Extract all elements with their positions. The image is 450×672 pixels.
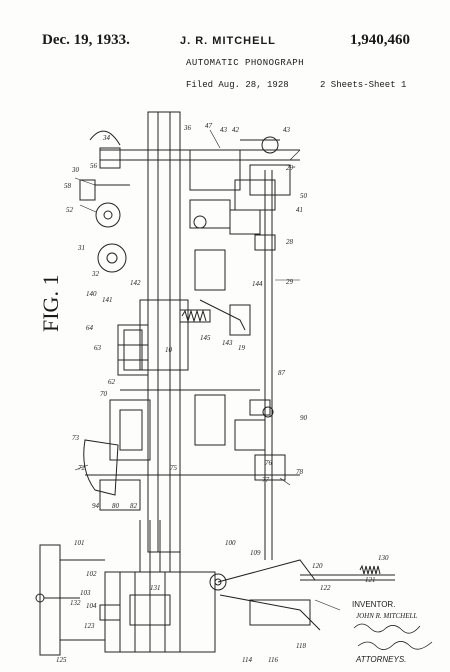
svg-text:36: 36 bbox=[183, 124, 192, 132]
main-shafts bbox=[85, 149, 300, 560]
svg-text:94: 94 bbox=[92, 502, 100, 510]
svg-text:43: 43 bbox=[220, 126, 228, 134]
leader-lines bbox=[74, 129, 341, 611]
svg-text:123: 123 bbox=[84, 622, 95, 630]
top-gear-assembly bbox=[99, 136, 291, 196]
svg-text:58: 58 bbox=[64, 182, 72, 190]
svg-text:131: 131 bbox=[150, 584, 161, 592]
crank-knob bbox=[35, 593, 121, 621]
cylinder-unit bbox=[117, 324, 149, 376]
svg-text:42: 42 bbox=[232, 126, 240, 134]
svg-text:140: 140 bbox=[86, 290, 97, 298]
svg-text:120: 120 bbox=[312, 562, 323, 570]
svg-text:121: 121 bbox=[365, 576, 376, 584]
svg-text:145: 145 bbox=[200, 334, 211, 342]
svg-text:90: 90 bbox=[300, 414, 308, 422]
reference-numerals: 34 36 47 43 42 43 30 56 58 52 31 32 140 … bbox=[56, 122, 389, 664]
sheet-count: 2 Sheets-Sheet 1 bbox=[320, 80, 407, 90]
attorneys-label: ATTORNEYS. bbox=[356, 655, 407, 664]
svg-text:43: 43 bbox=[283, 126, 291, 134]
svg-text:34: 34 bbox=[102, 134, 111, 142]
svg-text:144: 144 bbox=[252, 280, 263, 288]
svg-text:104: 104 bbox=[86, 602, 97, 610]
svg-text:77: 77 bbox=[262, 476, 270, 484]
filed-date: Filed Aug. 28, 1928 bbox=[186, 80, 289, 90]
pulley-assembly bbox=[79, 130, 130, 273]
svg-text:70: 70 bbox=[100, 390, 108, 398]
svg-text:30: 30 bbox=[71, 166, 80, 174]
svg-text:72: 72 bbox=[78, 464, 86, 472]
svg-text:75: 75 bbox=[170, 464, 178, 472]
record-cabinet bbox=[39, 520, 216, 656]
svg-text:64: 64 bbox=[86, 324, 94, 332]
svg-text:47: 47 bbox=[205, 122, 213, 130]
central-column bbox=[139, 111, 189, 553]
svg-text:32: 32 bbox=[91, 270, 100, 278]
svg-text:56: 56 bbox=[90, 162, 98, 170]
svg-text:19: 19 bbox=[238, 344, 246, 352]
svg-text:141: 141 bbox=[102, 296, 113, 304]
svg-text:132: 132 bbox=[70, 599, 81, 607]
svg-text:50: 50 bbox=[300, 192, 308, 200]
svg-text:31: 31 bbox=[77, 244, 85, 252]
svg-text:10: 10 bbox=[165, 346, 173, 354]
svg-text:29: 29 bbox=[286, 278, 294, 286]
svg-text:143: 143 bbox=[222, 339, 233, 347]
svg-text:82: 82 bbox=[130, 502, 138, 510]
bottom-linkage bbox=[209, 559, 395, 631]
patent-title: AUTOMATIC PHONOGRAPH bbox=[186, 58, 305, 68]
svg-text:103: 103 bbox=[80, 589, 91, 597]
svg-text:102: 102 bbox=[86, 570, 97, 578]
patent-number: 1,940,460 bbox=[350, 32, 410, 48]
mid-gear-train bbox=[189, 179, 276, 291]
svg-text:87: 87 bbox=[278, 369, 286, 377]
inventor-name: J. R. MITCHELL bbox=[180, 35, 276, 47]
inventor-heading: INVENTOR. bbox=[352, 600, 396, 609]
svg-text:109: 109 bbox=[250, 549, 261, 557]
patent-date: Dec. 19, 1933. bbox=[42, 32, 130, 48]
svg-text:73: 73 bbox=[72, 434, 80, 442]
svg-text:118: 118 bbox=[296, 642, 306, 650]
lower-gear-cluster bbox=[109, 394, 286, 481]
svg-text:63: 63 bbox=[94, 344, 102, 352]
svg-text:28: 28 bbox=[286, 238, 294, 246]
svg-text:100: 100 bbox=[225, 539, 236, 547]
svg-text:78: 78 bbox=[296, 468, 304, 476]
svg-text:114: 114 bbox=[242, 656, 252, 664]
svg-text:29ᵃ: 29ᵃ bbox=[286, 164, 296, 172]
svg-text:122: 122 bbox=[320, 584, 331, 592]
svg-text:116: 116 bbox=[268, 656, 278, 664]
svg-text:52: 52 bbox=[66, 206, 74, 214]
left-housing bbox=[83, 439, 141, 511]
svg-text:130: 130 bbox=[378, 554, 389, 562]
svg-text:62: 62 bbox=[108, 378, 116, 386]
svg-text:80: 80 bbox=[112, 502, 120, 510]
svg-text:76: 76 bbox=[265, 459, 273, 467]
figure-label: FIG. 1 bbox=[38, 274, 63, 332]
inventor-signature-name: JOHN R. MITCHELL bbox=[356, 612, 418, 620]
svg-text:125: 125 bbox=[56, 656, 67, 664]
attorney-signature bbox=[353, 623, 433, 650]
spring-assembly bbox=[179, 299, 251, 336]
svg-text:41: 41 bbox=[296, 206, 303, 214]
svg-text:101: 101 bbox=[74, 539, 85, 547]
svg-text:142: 142 bbox=[130, 279, 141, 287]
